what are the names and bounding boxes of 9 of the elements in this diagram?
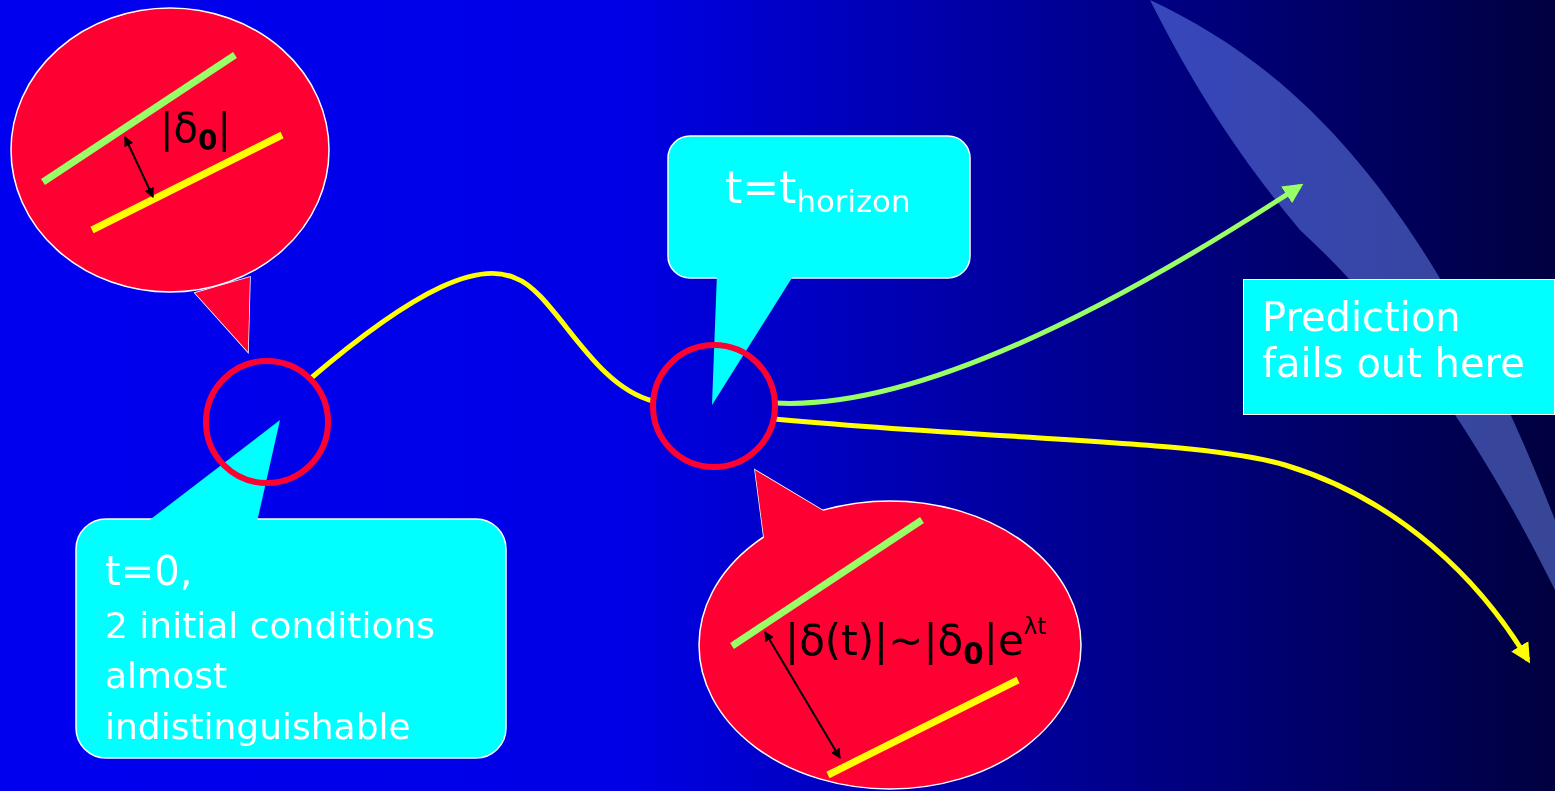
label-box — [1243, 279, 1555, 415]
callout-text: t=t$_{horizon}$ — [725, 163, 912, 220]
trajectory-arrow — [775, 183, 1304, 406]
callout-text: Prediction fails out here — [1262, 294, 1526, 386]
callout-text: |δ(t)|~|δ$_{0}$|e$^{λt}$ — [785, 613, 1048, 672]
callout-text: 2 initial conditions almost indistinguishable — [105, 604, 436, 749]
callout-text: |δ$_{0}$| — [160, 105, 232, 158]
callout-heading: t=0, — [105, 548, 194, 594]
trajectory-arrow — [773, 416, 1531, 664]
